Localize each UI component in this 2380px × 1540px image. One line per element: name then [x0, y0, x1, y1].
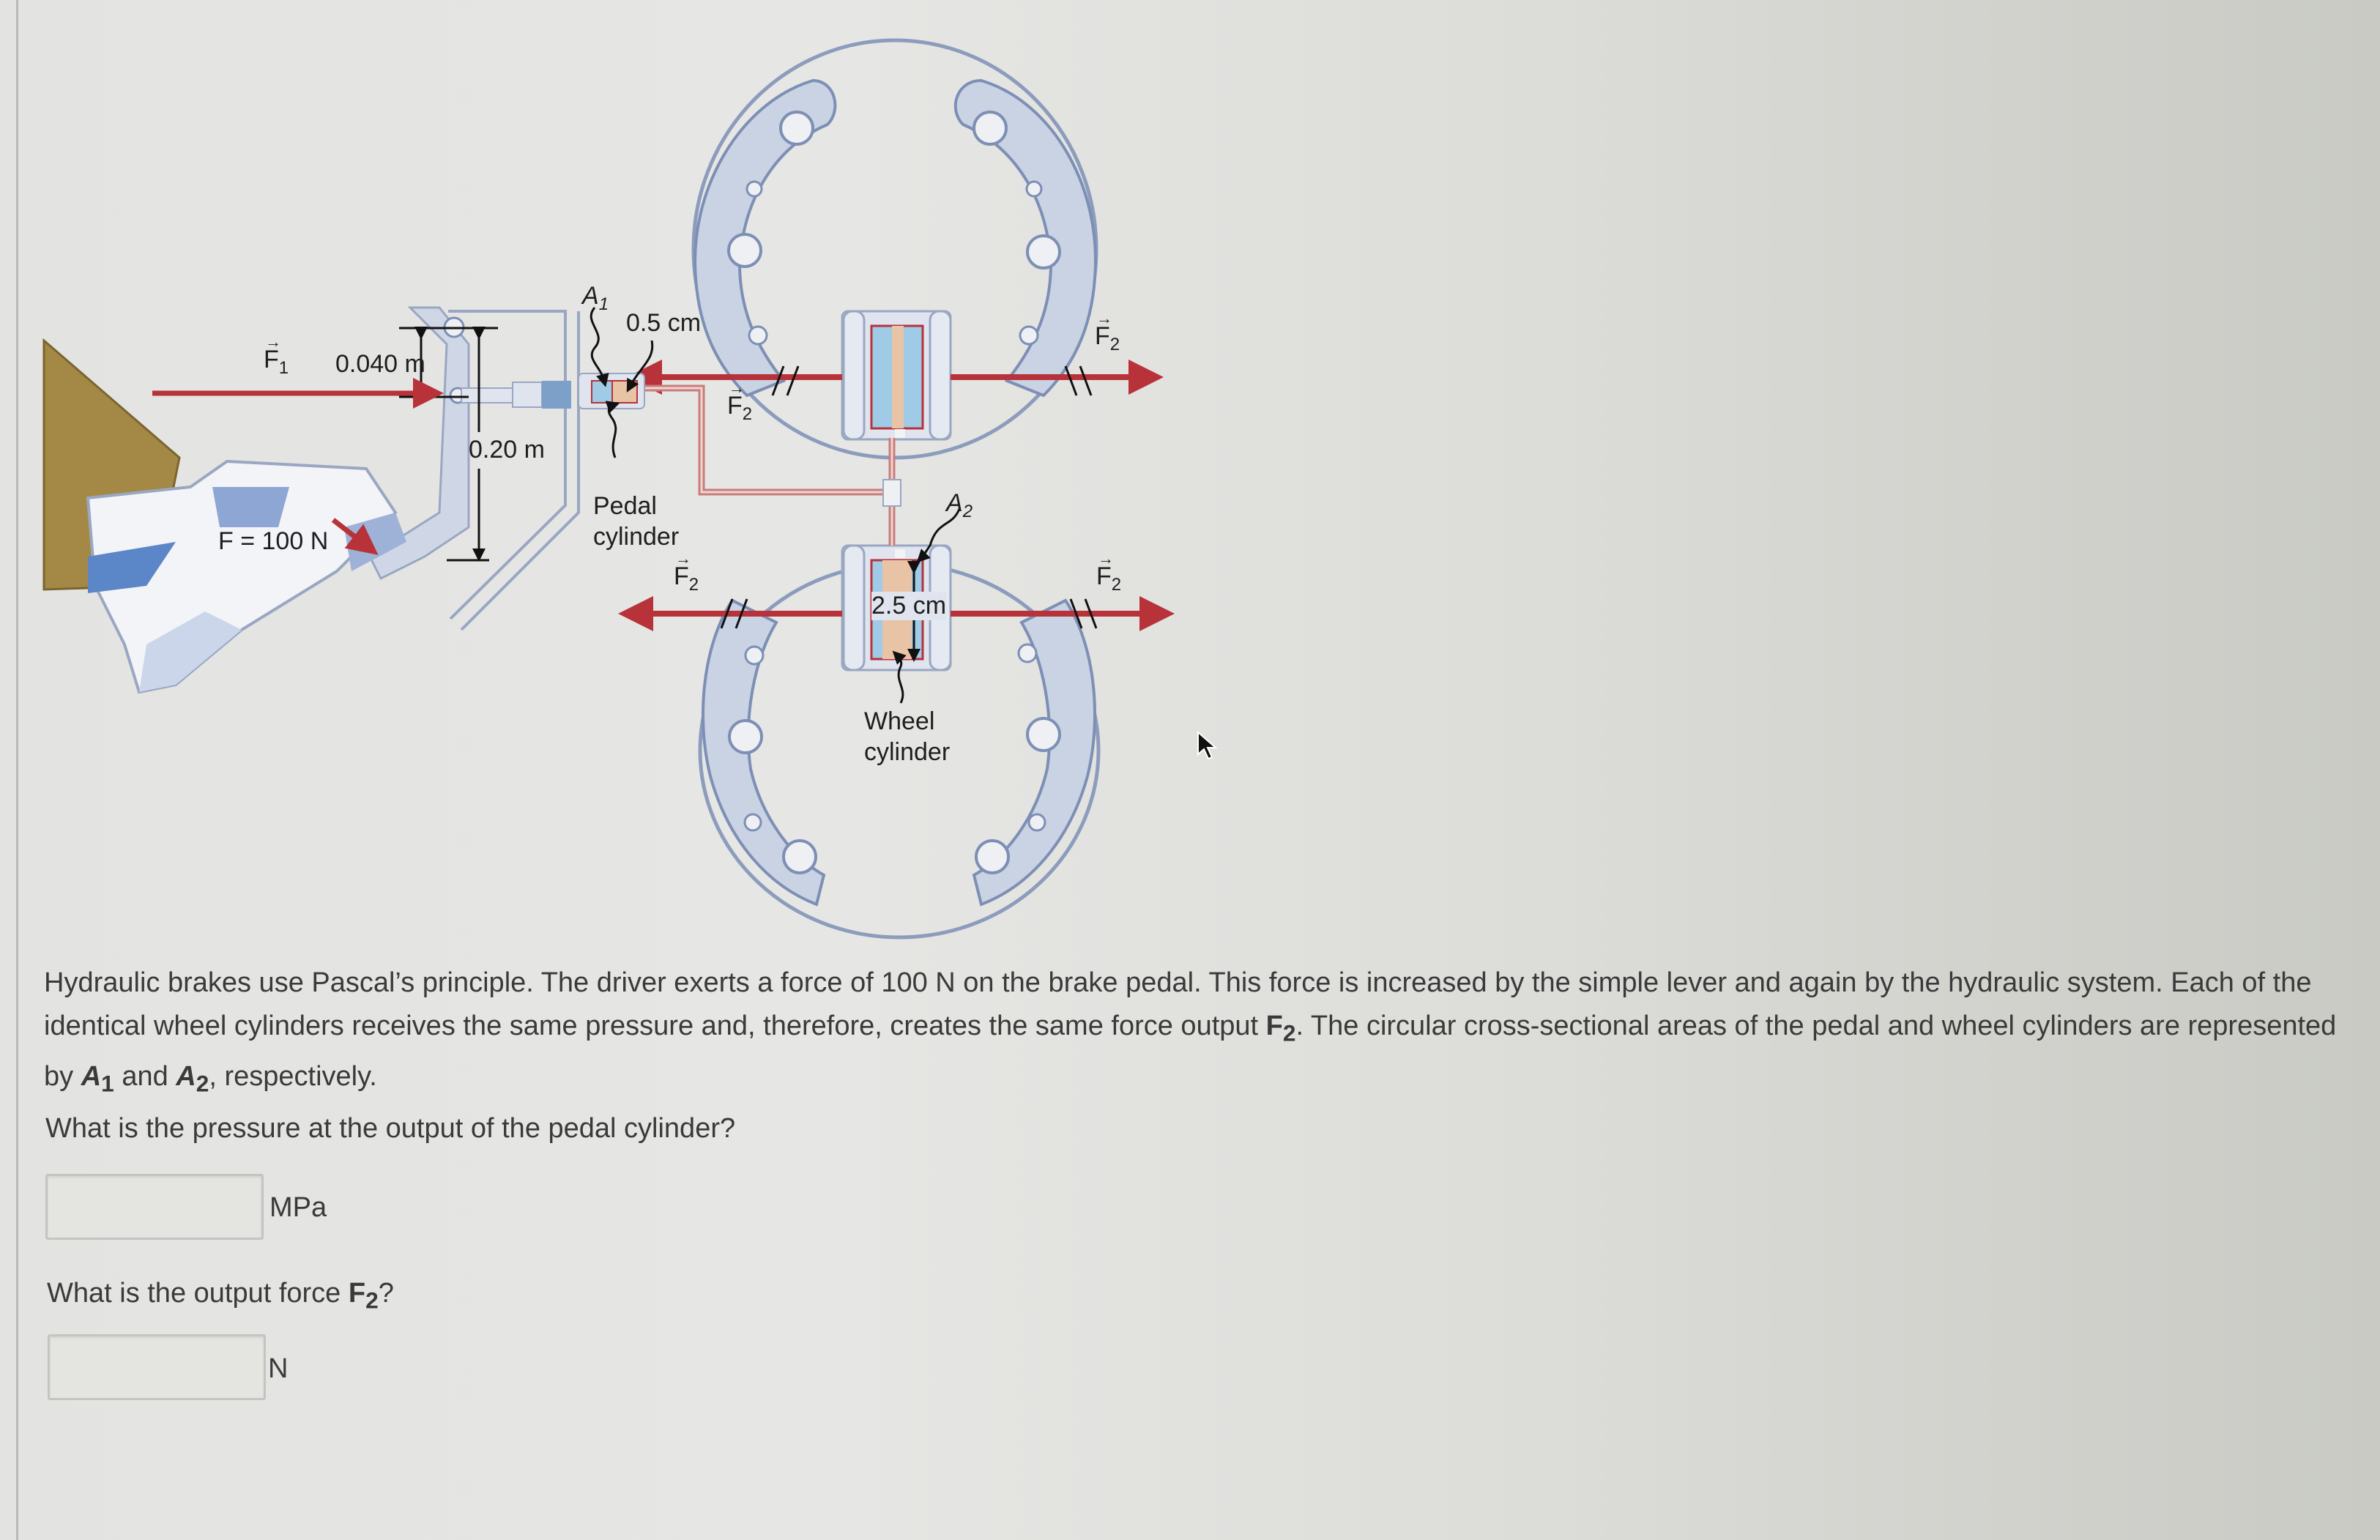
pedal-cylinder-label-line1: Pedal: [593, 492, 657, 520]
pedal-cylinder-label-line2: cylinder: [593, 523, 680, 551]
question-2-prompt: What is the output force F2?: [47, 1278, 394, 1314]
label-pointers: [590, 307, 961, 704]
f1-label: →F1: [264, 332, 289, 378]
upper-brake-drum: [691, 38, 1098, 460]
pressure-answer-input[interactable]: [48, 1176, 261, 1238]
hydraulic-brake-diagram: →F1 0.040 m 0.20 m F = 100 N A1 0.5 cm P…: [0, 0, 1245, 967]
mouse-cursor-icon: [1197, 731, 1218, 760]
wheel-diameter-label: 2.5 cm: [871, 592, 947, 620]
force-unit-label: N: [268, 1353, 289, 1384]
brake-diagram-graphic: [42, 38, 1175, 940]
f2-label-lower-left: →F2: [674, 549, 699, 595]
pedal-assembly: [368, 306, 645, 631]
lever-short-arm-label: 0.040 m: [335, 350, 425, 378]
lower-force-arrows: [618, 596, 1175, 631]
wheel-cylinder-label-line1: Wheel: [864, 707, 935, 735]
hydraulic-pipe: [644, 384, 901, 546]
foot-force-label: F = 100 N: [218, 527, 329, 555]
lower-brake-drum: [698, 562, 1101, 940]
pressure-unit-label: MPa: [269, 1192, 327, 1223]
driver-foot: [42, 338, 406, 694]
question-1-prompt: What is the pressure at the output of th…: [45, 1113, 736, 1144]
pressure-answer-box[interactable]: [45, 1174, 264, 1240]
pedal-diameter-label: 0.5 cm: [626, 309, 702, 337]
force-answer-box[interactable]: [48, 1334, 266, 1400]
a1-label: A1: [582, 282, 609, 314]
f2-label-upper-right: →F2: [1095, 309, 1120, 354]
force-answer-input[interactable]: [50, 1336, 264, 1398]
page-left-border: [16, 0, 18, 1540]
problem-statement: Hydraulic brakes use Pascal’s principle.…: [44, 967, 2337, 1097]
upper-wheel-cylinder: [841, 310, 952, 441]
f2-label-upper-left: →F2: [727, 379, 753, 424]
input-force-arrows: [152, 378, 444, 555]
wheel-cylinder-label-line2: cylinder: [864, 738, 951, 766]
upper-force-arrows: [627, 360, 1164, 396]
f2-label-lower-right: →F2: [1096, 549, 1122, 595]
lever-long-arm-label: 0.20 m: [469, 436, 545, 464]
a2-label: A2: [946, 489, 973, 521]
